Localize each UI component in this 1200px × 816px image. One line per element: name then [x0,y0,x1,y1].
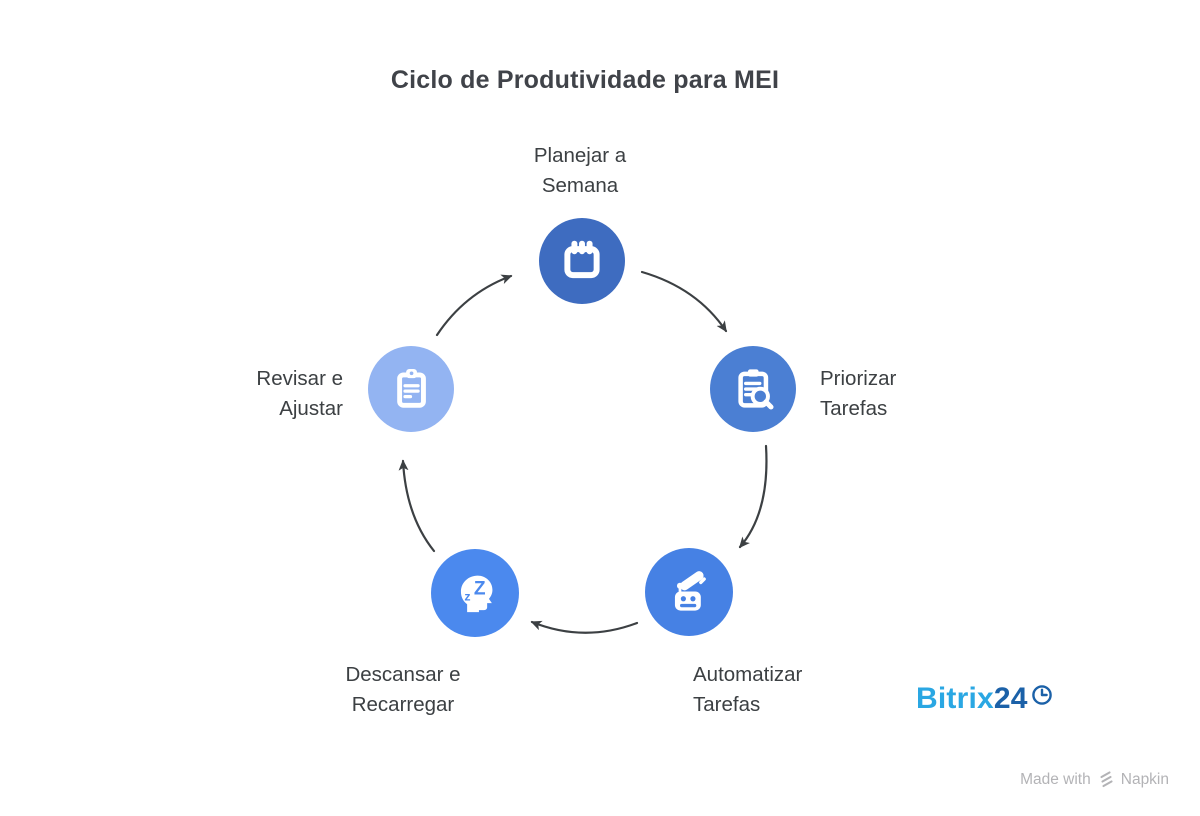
napkin-logo-icon [1100,771,1113,788]
label-line: Recarregar [351,693,455,716]
arrow-automatizar-to-descansar [530,620,639,634]
label-line: Semana [541,174,619,197]
arrow-descansar-to-revisar [398,459,436,553]
bitrix-logo-number: 24 [993,682,1028,715]
watermark-prefix: Made with [1020,770,1091,788]
node-descansar-e-recarregar: z Z [431,549,519,637]
calendar-icon [564,240,600,279]
page-title: Ciclo de Produtividade para MEI [390,66,780,94]
watermark-suffix: Napkin [1120,770,1169,788]
napkin-watermark: Made with Napkin [1020,770,1169,789]
label-line: Descansar e [345,663,461,686]
node-priorizar-tarefas [710,346,796,432]
clipboard-search-icon [738,369,774,410]
robot-arm-icon [674,571,706,611]
label-line: Tarefas [693,693,761,716]
node-label-automatizar: Automatizar Tarefas [693,660,913,720]
node-label-revisar: Revisar e Ajustar [143,364,343,424]
node-label-priorizar: Priorizar Tarefas [820,364,1020,424]
node-label-planejar: Planejar a Semana [455,141,705,201]
label-line: Revisar e [256,367,343,390]
clipboard-icon [397,368,426,408]
arrow-planejar-to-priorizar [640,270,728,333]
clock-icon [1031,685,1052,705]
arrow-revisar-to-planejar [435,274,513,337]
label-line: Automatizar [693,663,803,686]
node-automatizar-tarefas [645,548,733,636]
svg-text:Z: Z [474,579,486,600]
label-line: Tarefas [820,397,888,420]
arrow-priorizar-to-automatizar [738,444,768,549]
label-line: Planejar a [533,144,627,167]
sleeping-head-icon: z Z [460,575,493,613]
svg-text:z: z [464,589,470,603]
node-planejar-a-semana [539,218,625,304]
bitrix-logo-text: Bitrix [916,682,994,715]
label-line: Ajustar [279,397,343,420]
label-line: Priorizar [820,367,897,390]
node-revisar-e-ajustar [368,346,454,432]
node-label-descansar: Descansar e Recarregar [293,660,513,720]
